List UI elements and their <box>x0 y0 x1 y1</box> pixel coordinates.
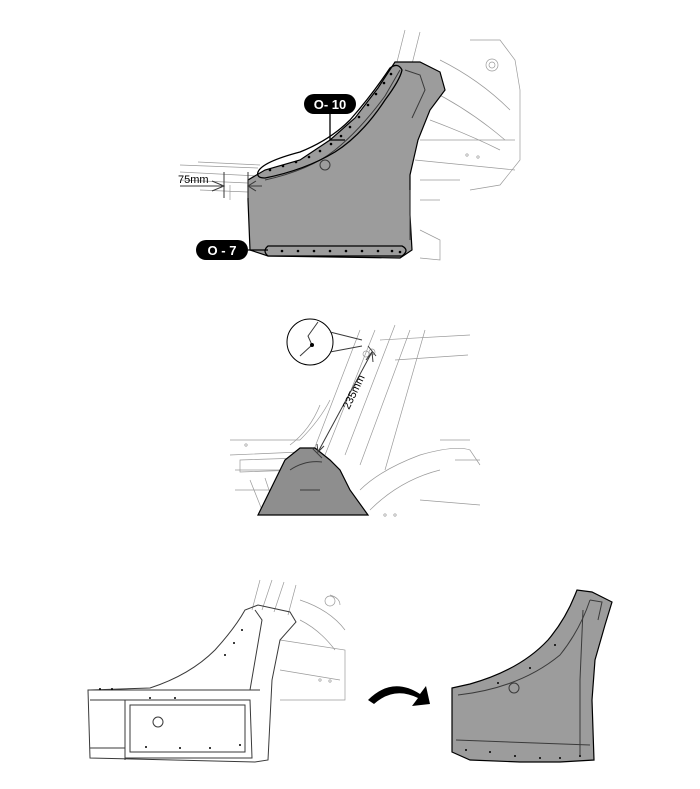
callout-o7-badge <box>196 240 248 260</box>
view-1-outer-panel-cut: O- 10 O - 7 75mm <box>178 29 521 261</box>
dimension-75mm: 75mm <box>178 172 262 198</box>
view-3-replacement <box>87 579 613 763</box>
callout-o10-text: O- 10 <box>314 97 347 112</box>
cut-line-o7 <box>264 245 407 257</box>
spot-weld-points-top <box>268 72 393 172</box>
view-2-cut-height: 235mm <box>229 318 481 517</box>
curved-arrow-icon <box>368 686 430 706</box>
magnified-detail-icon <box>286 318 363 366</box>
cut-line-o10 <box>257 64 403 179</box>
cut-panel-section <box>257 447 370 516</box>
outer-panel-shape <box>247 61 446 259</box>
body-structure-lines-2 <box>229 324 481 517</box>
spot-weld-points-bottom <box>280 249 402 254</box>
callout-o7-text: O - 7 <box>208 243 237 258</box>
new-outer-panel <box>451 589 613 763</box>
dimension-75mm-text: 75mm <box>178 174 209 186</box>
callout-o10-badge <box>304 94 356 114</box>
body-structure-lines <box>179 29 521 261</box>
dimension-235mm: 235mm <box>311 345 377 459</box>
callout-o10-leader <box>329 114 345 141</box>
body-after-removal <box>87 579 346 763</box>
